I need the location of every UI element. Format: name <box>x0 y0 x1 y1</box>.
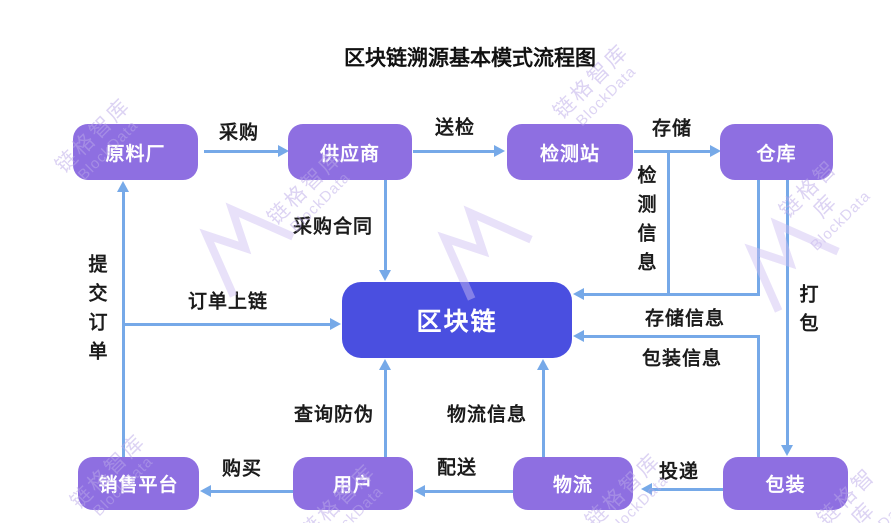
edge-label-dispatch: 投递 <box>658 461 700 483</box>
edge-label-packaging-info: 包装信息 <box>641 348 723 370</box>
edge-purchase-line <box>204 150 278 153</box>
edge-send-inspection-arrowhead <box>494 145 505 157</box>
edge-logistics-info-line <box>542 370 545 457</box>
edge-label-purchase: 采购 <box>218 122 260 144</box>
edge-storage-line <box>634 150 710 153</box>
edge-send-inspection-line <box>413 150 494 153</box>
edge-storage-info-arrowhead <box>573 288 584 300</box>
edge-label-submit-order: 提交订单 <box>85 254 107 370</box>
page-title: 区块链溯源基本模式流程图 <box>344 47 596 70</box>
edge-packaging-info-arrowhead <box>573 330 584 342</box>
edge-label-delivery: 配送 <box>436 457 478 479</box>
edge-label-logistics-info: 物流信息 <box>446 404 528 426</box>
edge-label-test-info: 检测信息 <box>634 165 656 281</box>
edge-packaging-info-line <box>584 335 760 338</box>
edge-label-packing: 打包 <box>796 284 818 342</box>
edge-purchase-arrowhead <box>278 145 289 157</box>
edge-packaging-up-line <box>757 335 760 457</box>
edge-label-purchase-contract: 采购合同 <box>292 216 374 238</box>
edge-storage-arrowhead <box>710 145 721 157</box>
edge-buy-line <box>211 490 293 493</box>
node-raw-factory: 原料厂 <box>73 124 198 180</box>
edge-query-arrowhead <box>379 359 391 370</box>
edge-query-line <box>384 370 387 457</box>
node-logistics: 物流 <box>513 457 633 510</box>
node-warehouse: 仓库 <box>720 124 833 180</box>
edge-packing-line <box>786 180 789 446</box>
node-blockchain: 区块链 <box>342 282 572 358</box>
edge-buy-arrowhead <box>200 485 211 497</box>
edge-order-on-chain-arrowhead <box>330 318 341 330</box>
node-test-station: 检测站 <box>507 124 633 180</box>
edge-test-info-line <box>667 152 670 296</box>
node-sales-platform: 销售平台 <box>78 457 199 510</box>
edge-label-buy: 购买 <box>221 458 263 480</box>
node-user: 用户 <box>293 457 413 510</box>
edge-label-send-inspection: 送检 <box>434 117 476 139</box>
edge-label-order-on-chain: 订单上链 <box>187 291 269 313</box>
node-packaging: 包装 <box>723 457 848 510</box>
node-supplier: 供应商 <box>288 124 412 180</box>
edge-label-storage-info: 存储信息 <box>644 308 726 330</box>
edge-logistics-info-arrowhead <box>537 359 549 370</box>
edge-storage-info-line <box>584 293 760 296</box>
edge-dispatch-arrowhead <box>641 483 652 495</box>
edge-label-storage: 存储 <box>651 118 693 140</box>
edge-packing-arrowhead <box>781 445 793 456</box>
edge-delivery-line <box>425 490 513 493</box>
edge-order-on-chain-line <box>122 323 330 326</box>
edge-dispatch-line <box>652 488 723 491</box>
edge-label-query: 查询防伪 <box>293 404 375 426</box>
edge-purchase-contract-arrowhead <box>379 270 391 281</box>
edge-purchase-contract-line <box>384 180 387 271</box>
edge-submit-order-arrowhead <box>117 181 129 192</box>
edge-warehouse-down-line <box>757 180 760 296</box>
edge-delivery-arrowhead <box>414 485 425 497</box>
watermark-mountain-logo-icon <box>744 217 840 313</box>
